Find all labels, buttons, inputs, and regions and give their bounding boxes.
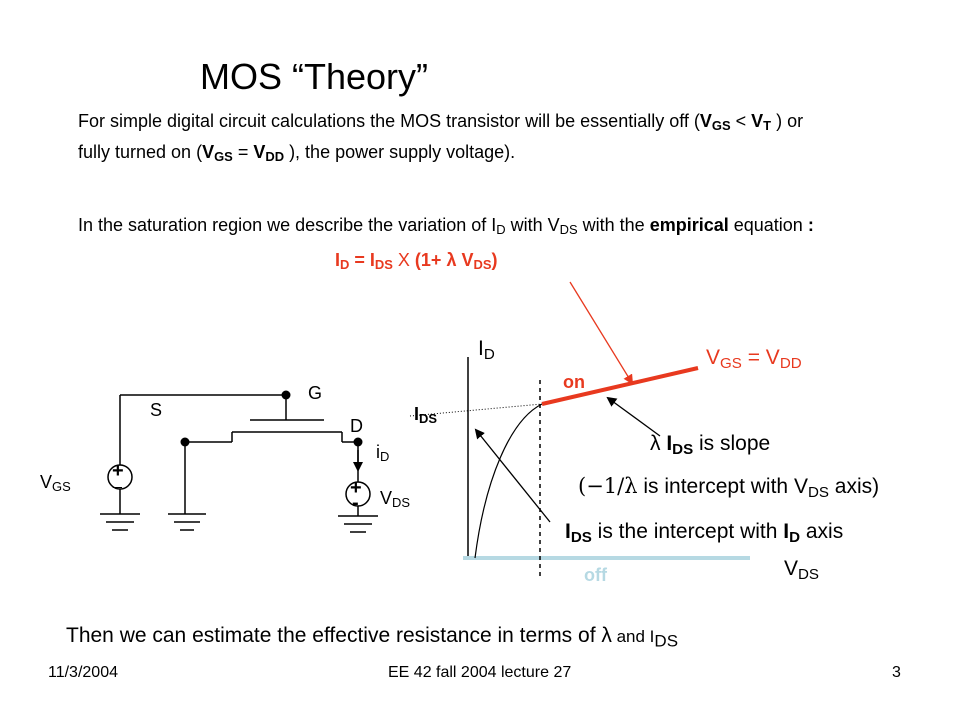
drain-label: D	[350, 416, 363, 436]
slide-title: MOS “Theory”	[200, 56, 429, 97]
vds-axis-label: VDS	[784, 557, 820, 583]
vgs-vdd-label: VGS = VDD	[706, 346, 802, 372]
intercept-annotation: (−1/λ is intercept with VDS axis)	[578, 474, 880, 501]
footer-date: 11/3/2004	[48, 664, 118, 681]
paragraph-saturation: In the saturation region we describe the…	[78, 215, 814, 238]
empirical-equation: ID = IDS X (1+ λ VDS)	[335, 250, 498, 273]
slope-annotation: λ IDS is slope	[650, 432, 771, 458]
equation-arrow	[569, 281, 634, 385]
source-terminal	[180, 437, 190, 447]
id-axis-label: ID	[478, 337, 495, 363]
bottom-statement: Then we can estimate the effective resis…	[66, 624, 679, 651]
vds-circuit-label: VDS	[380, 488, 411, 511]
drain-terminal	[353, 437, 363, 447]
vds-minus: -	[352, 492, 359, 514]
gate-label: G	[308, 383, 323, 403]
nmos-circuit	[100, 394, 378, 533]
linear-region-curve	[474, 403, 543, 559]
vds-plus: +	[350, 477, 362, 499]
iv-graph	[409, 281, 750, 580]
footer-page-number: 3	[892, 664, 901, 681]
intercept-arrow	[474, 428, 551, 523]
extrapolation-line	[409, 403, 543, 417]
gate-terminal	[281, 390, 291, 400]
vgs-plus: +	[112, 460, 124, 482]
on-label: on	[563, 372, 585, 392]
vgs-minus: _	[113, 472, 122, 489]
vgs-label: VGS	[40, 472, 71, 495]
off-label: off	[584, 565, 607, 585]
paragraph-off-on: For simple digital circuit calculations …	[78, 111, 804, 165]
id-current-label: iD	[376, 442, 390, 465]
footer-course: EE 42 fall 2004 lecture 27	[388, 664, 572, 681]
source-label: S	[150, 400, 163, 420]
ids-intercept-annotation: IDS is the intercept with ID axis	[565, 520, 844, 546]
slope-arrow	[606, 396, 661, 437]
ids-axis-label: IDS	[414, 404, 438, 427]
on-line	[541, 366, 699, 406]
